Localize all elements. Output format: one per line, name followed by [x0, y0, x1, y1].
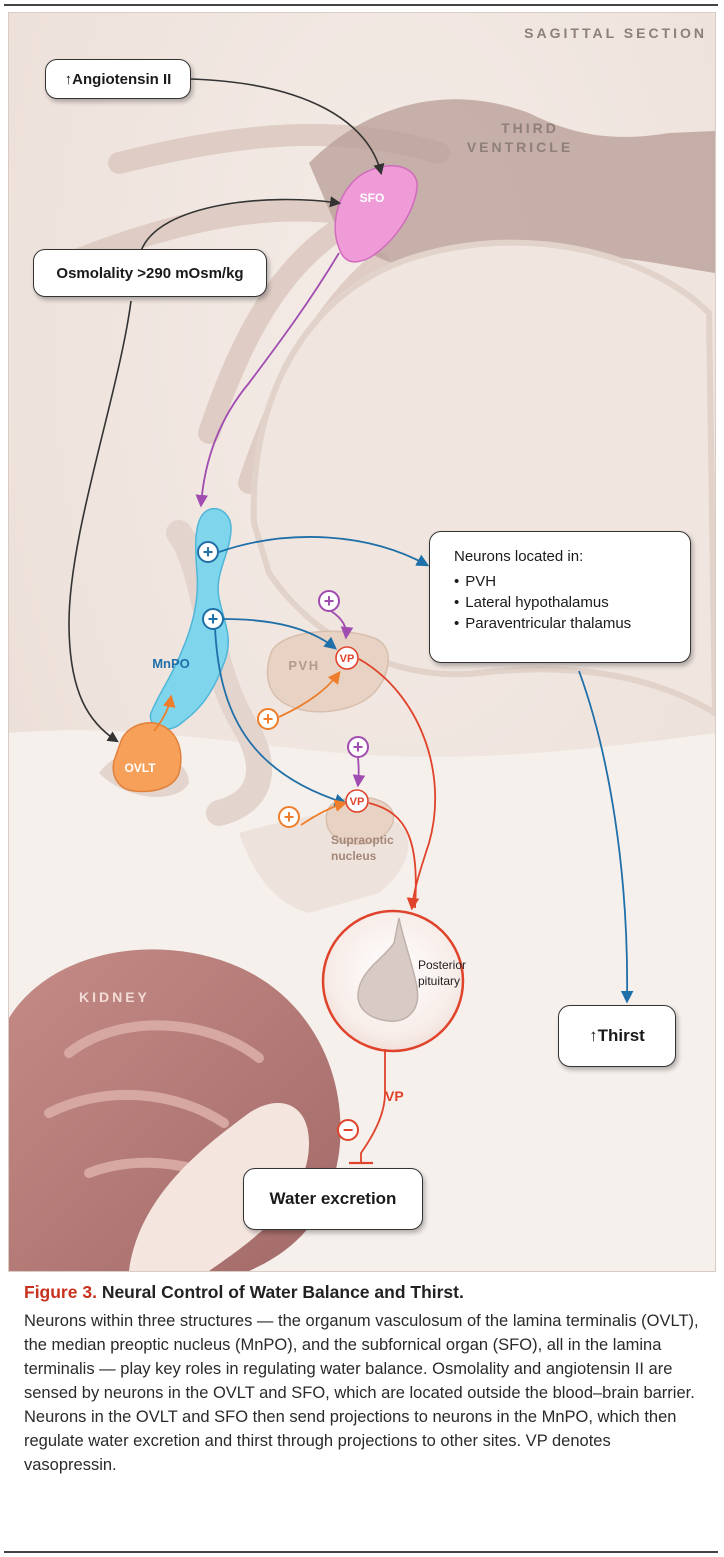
osmolality-text: Osmolality >290 mOsm/kg	[56, 265, 243, 282]
plus-glyph: +	[284, 807, 295, 827]
neurons-list: PVH Lateral hypothalamus Paraventricular…	[454, 571, 674, 634]
plus-glyph: +	[203, 542, 214, 562]
kidney-label: KIDNEY	[79, 989, 150, 1005]
sagittal-section-label: SAGITTAL SECTION	[524, 25, 707, 41]
figure-number: Figure 3.	[24, 1282, 97, 1302]
figure-title: Neural Control of Water Balance and Thir…	[102, 1282, 464, 1302]
pvh-label: PVH	[288, 658, 319, 673]
plus-to-vp-son-arrow	[358, 758, 359, 785]
plus-glyph: +	[208, 609, 219, 629]
plus-glyph: +	[263, 709, 274, 729]
plus-glyph: +	[353, 737, 364, 757]
neurons-box: Neurons located in: PVH Lateral hypothal…	[429, 531, 691, 663]
ovlt-label: OVLT	[124, 761, 156, 775]
neurons-item: PVH	[454, 571, 674, 592]
caption-title-line: Figure 3. Neural Control of Water Balanc…	[24, 1282, 704, 1303]
supraoptic-label-line1: Supraoptic	[331, 833, 394, 847]
thirst-text: ↑Thirst	[589, 1026, 645, 1046]
osmolality-box: Osmolality >290 mOsm/kg	[33, 249, 267, 297]
sagittal-section-illustration: + + + + + + − SFO MnPO OVLT PVH VP VP Su…	[8, 12, 716, 1272]
mnpo-label: MnPO	[152, 656, 190, 671]
vp-output-label: VP	[385, 1088, 404, 1104]
neurons-item: Paraventricular thalamus	[454, 613, 674, 634]
minus-glyph: −	[343, 1120, 354, 1140]
pituitary-label-line2: pituitary	[418, 974, 460, 988]
sfo-label: SFO	[360, 191, 385, 205]
neurons-item: Lateral hypothalamus	[454, 592, 674, 613]
supraoptic-label-line2: nucleus	[331, 849, 377, 863]
third-ventricle-label-line1: THIRD	[475, 120, 585, 136]
neurons-title: Neurons located in:	[454, 546, 674, 567]
figure-caption: Figure 3. Neural Control of Water Balanc…	[24, 1282, 704, 1477]
angiotensin-text: ↑Angiotensin II	[65, 71, 172, 88]
pituitary-label-line1: Posterior	[418, 958, 466, 972]
vp-label: VP	[340, 653, 355, 665]
third-ventricle-label-line2: VENTRICLE	[455, 139, 585, 155]
plus-glyph: +	[324, 591, 335, 611]
caption-body: Neurons within three structures — the or…	[24, 1309, 704, 1477]
water-excretion-text: Water excretion	[270, 1189, 397, 1209]
thirst-box: ↑Thirst	[558, 1005, 676, 1067]
vp-label: VP	[350, 796, 365, 808]
angiotensin-box: ↑Angiotensin II	[45, 59, 191, 99]
water-excretion-box: Water excretion	[243, 1168, 423, 1230]
